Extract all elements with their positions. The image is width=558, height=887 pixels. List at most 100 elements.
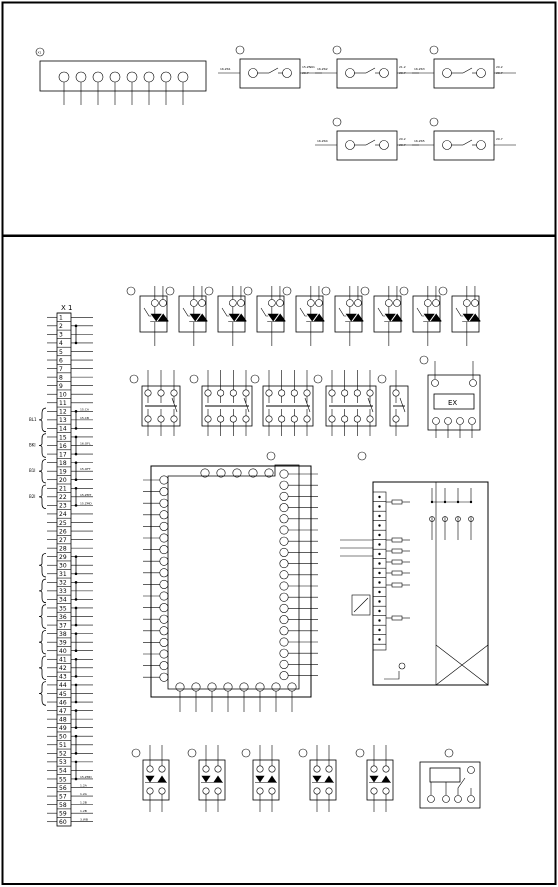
relay-triac	[228, 313, 240, 322]
contact-blade	[462, 67, 473, 74]
relay-block-tag	[189, 374, 199, 384]
control-unit-output-pin	[455, 516, 461, 522]
ex-module-pin	[456, 417, 464, 425]
ecu-pin	[279, 659, 289, 669]
relay-body	[334, 295, 363, 333]
relay-triac	[157, 313, 169, 322]
control-unit-terminal-dot	[378, 581, 381, 584]
terminal-number: 59	[59, 810, 67, 817]
terminal-number: 40	[59, 648, 67, 655]
ecu-pin	[279, 592, 289, 602]
relay	[204, 286, 247, 346]
relay-block-contact	[399, 397, 406, 413]
x1-connector-header: X1	[38, 51, 42, 55]
terminal-number: 29	[59, 554, 67, 561]
relay-block	[129, 370, 181, 436]
relay-triac	[391, 313, 403, 322]
terminal-number: 25	[59, 520, 67, 527]
bottom-right-module-pin	[454, 795, 462, 803]
ecu-pin	[279, 603, 289, 613]
terminal-group-brace	[38, 407, 47, 433]
relay-gate	[377, 307, 386, 317]
relay-block-body	[389, 385, 409, 427]
terminal-jumper-dot	[74, 632, 78, 635]
relay-triac	[469, 313, 481, 322]
relay	[355, 745, 394, 812]
relay	[282, 286, 325, 346]
contact-label-right: 20.7	[496, 71, 503, 75]
terminal-wire-label: 3.WB	[80, 818, 88, 822]
relay-block	[189, 370, 253, 436]
relay-block-body	[201, 385, 253, 427]
ecu-pin	[279, 536, 289, 546]
terminal-number: 27	[59, 537, 67, 544]
relay	[131, 745, 170, 812]
terminal-jumper-dot	[74, 752, 78, 755]
x1-connector-body	[39, 60, 207, 92]
contact-blade	[365, 139, 376, 146]
terminal-wire-label: 1.2B	[80, 809, 87, 813]
terminal-wire-label: 15.ZMD	[80, 501, 92, 505]
relay-body	[295, 295, 324, 333]
relay-triac	[345, 313, 357, 322]
terminal-jumper-dot	[74, 581, 78, 584]
ex-module-inner	[433, 393, 475, 410]
relay-triac	[267, 775, 277, 783]
ecu-pin	[279, 615, 289, 625]
contact-box-body	[433, 58, 495, 89]
ecu-body	[150, 465, 312, 698]
relay-triac	[430, 313, 442, 322]
x1-connector: X1	[35, 47, 207, 105]
terminal-number: 55	[59, 776, 67, 783]
terminal-jumper-dot	[74, 760, 78, 764]
terminal-number: 7	[59, 366, 63, 373]
terminal-number: 38	[59, 631, 67, 638]
relay-tag	[438, 286, 448, 296]
control-unit-terminal-dot	[378, 619, 381, 622]
ecu-pin	[279, 491, 289, 501]
control-unit-terminal-dot	[378, 533, 381, 537]
terminal-number: 36	[59, 614, 67, 621]
terminal-group-label: B2I	[29, 494, 35, 499]
terminal-number: 31	[59, 571, 67, 578]
terminal-jumper-dot	[74, 555, 78, 558]
relay-block-contact	[171, 397, 178, 413]
control-unit-terminal-dot	[378, 505, 381, 508]
ex-module-label: EX	[448, 399, 457, 407]
terminal-jumper-dot	[74, 452, 78, 456]
control-unit-terminal-dot	[378, 628, 381, 632]
relay-body	[198, 759, 226, 801]
control-unit	[340, 451, 489, 686]
relay-tag	[243, 286, 253, 296]
terminal-jumper-dot	[74, 777, 78, 781]
control-unit-sensor	[351, 594, 371, 616]
terminal-number: 53	[59, 759, 67, 766]
terminal-group-brace	[38, 433, 47, 458]
terminal-number: 50	[59, 734, 67, 741]
terminal-number: 43	[59, 674, 67, 681]
ex-module-pin	[469, 379, 477, 387]
terminal-number: 17	[59, 451, 67, 458]
terminal-group-label: BKI	[29, 443, 36, 448]
relay-body	[142, 759, 170, 801]
terminal-wire-label: 16.OFL	[80, 442, 91, 446]
ex-module-pin	[468, 417, 476, 425]
relay-body	[373, 295, 402, 333]
terminal-jumper-dot	[74, 606, 78, 610]
terminal-group-brace	[38, 484, 47, 510]
relay-triac	[423, 313, 435, 322]
bottom-right-module-tag	[444, 748, 454, 758]
relay-triac	[352, 313, 364, 322]
ex-module-body	[427, 374, 481, 431]
relay	[187, 745, 226, 812]
contact-box-tag	[332, 117, 342, 127]
ex-module-tag	[419, 355, 429, 365]
ecu-pin	[264, 468, 274, 478]
terminal-group-label: B1I	[29, 468, 35, 473]
relay-row-upper	[126, 286, 481, 346]
relay-row-bottom	[131, 745, 394, 812]
control-unit-terminal-dot	[378, 571, 381, 575]
